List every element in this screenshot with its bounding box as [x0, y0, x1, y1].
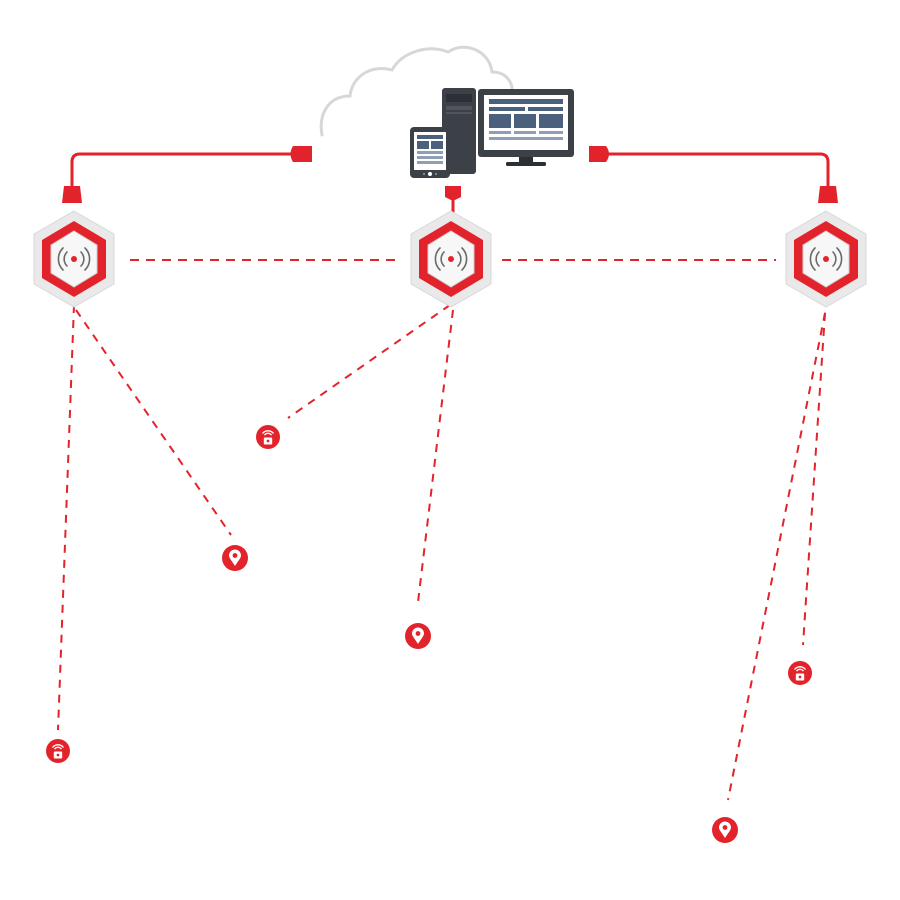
plug-right-bottom	[818, 186, 838, 203]
link-left-to-pin	[75, 309, 232, 536]
link-right-to-lock	[802, 297, 827, 646]
plug-center	[445, 186, 461, 201]
gateway-right[interactable]	[785, 210, 867, 308]
wired-links	[62, 146, 838, 222]
gateway-center[interactable]	[410, 210, 492, 308]
location-pin-icon	[712, 817, 738, 843]
location-pin-icon	[222, 545, 248, 571]
endpoint-pin-right[interactable]	[712, 817, 738, 843]
plug-left-top	[290, 146, 312, 162]
radio-links	[57, 297, 829, 801]
server-tower-icon	[442, 88, 476, 174]
remote-lock-icon	[255, 424, 281, 450]
remote-lock-icon	[45, 738, 71, 764]
endpoint-pin-center[interactable]	[405, 623, 431, 649]
link-left-to-lock	[57, 304, 75, 731]
remote-lock-icon	[787, 660, 813, 686]
plug-right-top	[589, 146, 609, 162]
gateway-left[interactable]	[33, 210, 115, 308]
endpoint-lock-center[interactable]	[255, 424, 281, 450]
link-center-to-lock	[287, 304, 451, 419]
wire-right	[604, 152, 830, 186]
link-right-to-pin	[727, 297, 829, 801]
tablet-icon	[410, 127, 450, 178]
endpoint-pin-left[interactable]	[222, 545, 248, 571]
cloud-server-icon	[319, 45, 574, 178]
link-center-to-pin	[417, 309, 454, 603]
endpoint-lock-left[interactable]	[45, 738, 71, 764]
wire-left	[70, 152, 296, 186]
desktop-monitor-icon	[478, 89, 574, 166]
location-pin-icon	[405, 623, 431, 649]
plug-left-bottom	[62, 186, 82, 203]
endpoint-lock-right[interactable]	[787, 660, 813, 686]
cloud-outline	[319, 45, 514, 137]
